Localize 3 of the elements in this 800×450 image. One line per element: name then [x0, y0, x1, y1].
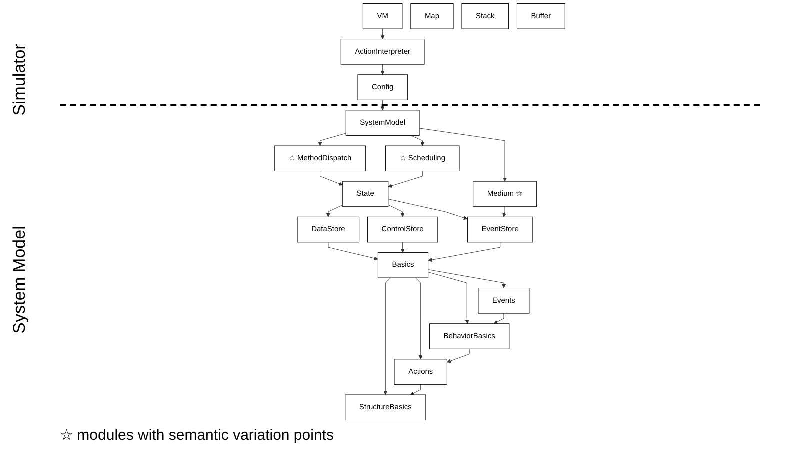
legend-note: ☆ modules with semantic variation points	[60, 427, 334, 444]
section-label: Simulator	[10, 43, 30, 118]
section-label: System Model	[10, 225, 30, 336]
